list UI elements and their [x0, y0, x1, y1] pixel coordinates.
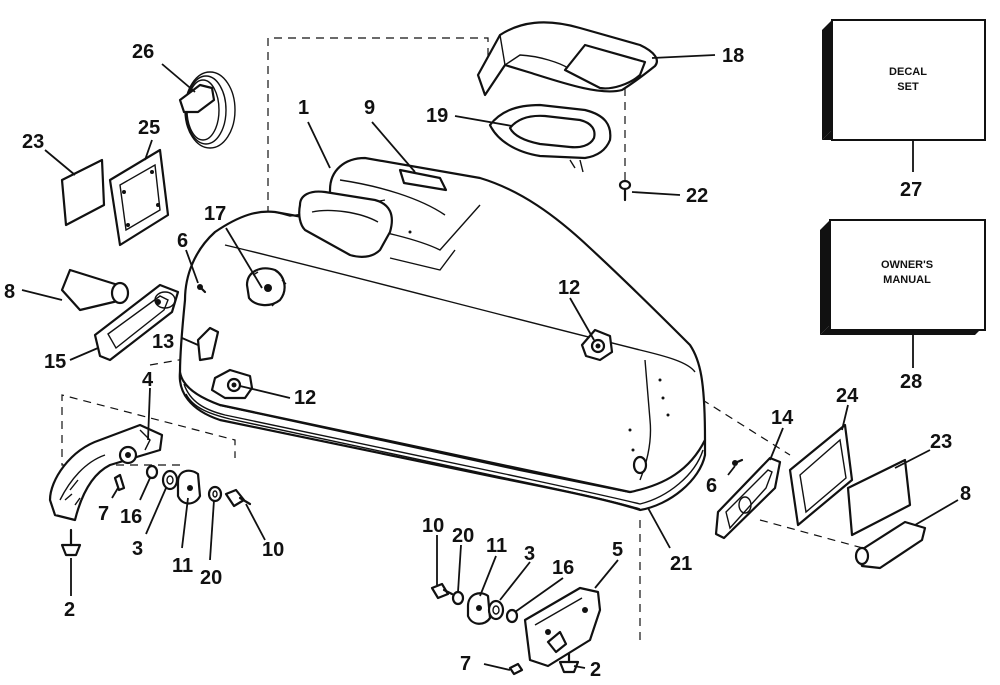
callout-11-right: 11: [486, 535, 507, 557]
handle-right: [854, 520, 927, 570]
callout-19: 19: [426, 105, 448, 127]
decal-sheet-upper: [60, 158, 106, 227]
washers-left: [145, 464, 179, 491]
grommet-plate-side: [580, 328, 614, 362]
hardware-right: [430, 582, 519, 625]
callout-3-right: 3: [524, 543, 535, 565]
callout-28: 28: [900, 371, 922, 393]
top-cover-cap: [476, 21, 658, 97]
latch-bracket-right: [523, 586, 602, 668]
callout-27: 27: [900, 179, 922, 201]
callout-10-right: 10: [422, 515, 444, 537]
callout-13: 13: [152, 331, 174, 353]
callout-8-left: 8: [4, 281, 15, 303]
washer-bolt-left: [207, 485, 252, 508]
callout-8-right: 8: [960, 483, 971, 505]
latch-bracket-left: [48, 423, 164, 522]
callout-16-left: 16: [120, 506, 142, 528]
callout-12-side: 12: [558, 277, 580, 299]
callout-15: 15: [44, 351, 66, 373]
small-screw-left: [197, 284, 207, 294]
callout-1: 1: [298, 97, 309, 119]
callout-4: 4: [142, 369, 154, 391]
callout-23-lower: 23: [930, 431, 952, 453]
pin-left: [113, 473, 126, 492]
callout-5: 5: [612, 539, 623, 561]
decal-box-line2: SET: [897, 81, 919, 93]
callout-9: 9: [364, 97, 375, 119]
callout-26: 26: [132, 41, 154, 63]
callout-14: 14: [771, 407, 794, 429]
hinge-plate-left: [176, 469, 202, 505]
handle-left: [60, 268, 130, 312]
callout-23-upper: 23: [22, 131, 44, 153]
callout-7-left: 7: [98, 503, 109, 525]
callout-22: 22: [686, 185, 708, 207]
gasket-plate-right: [788, 423, 854, 527]
intake-grille: [488, 103, 612, 173]
callout-11-left: 11: [172, 555, 193, 577]
callout-21: 21: [670, 553, 692, 575]
owners-manual-box: OWNER'S MANUAL: [820, 219, 986, 335]
callout-2-left: 2: [64, 599, 75, 621]
grommet-plate-front: [210, 368, 254, 400]
callout-numbers: 1 9 19 18 22 26 25 23 6 17 8 15 13 12 12…: [4, 41, 971, 681]
manual-box-line2: MANUAL: [883, 274, 931, 286]
callout-17: 17: [204, 203, 226, 225]
callout-20-right: 20: [452, 525, 474, 547]
bracket-plate-left: [93, 283, 180, 362]
gasket-plate-upper: [108, 148, 170, 247]
decal-box-line1: DECAL: [889, 66, 927, 78]
callout-3-left: 3: [132, 538, 143, 560]
bracket-plate-right: [714, 456, 782, 540]
small-screw-right: [732, 458, 744, 466]
cover-screw: [618, 179, 632, 202]
callout-24: 24: [836, 385, 859, 407]
callout-10-left: 10: [262, 539, 284, 561]
callout-20-left: 20: [200, 567, 222, 589]
callout-6-right: 6: [706, 475, 717, 497]
decal-set-box: DECAL SET: [822, 19, 986, 141]
callout-2-right: 2: [590, 659, 601, 681]
callout-25: 25: [138, 117, 160, 139]
callout-18: 18: [722, 45, 744, 67]
side-clip: [196, 326, 220, 362]
cable-harness: [178, 71, 236, 149]
callout-16-right: 16: [552, 557, 574, 579]
leader-lines: [21, 54, 959, 671]
engine-cover: [178, 156, 707, 512]
callout-6-left: 6: [177, 230, 188, 252]
decal-sheet-lower: [846, 458, 912, 537]
snap-fastener-left: [60, 528, 82, 557]
pin-right: [508, 662, 524, 676]
callout-12-front: 12: [294, 387, 316, 409]
callout-7-right: 7: [460, 653, 471, 675]
manual-box-line1: OWNER'S: [881, 259, 933, 271]
